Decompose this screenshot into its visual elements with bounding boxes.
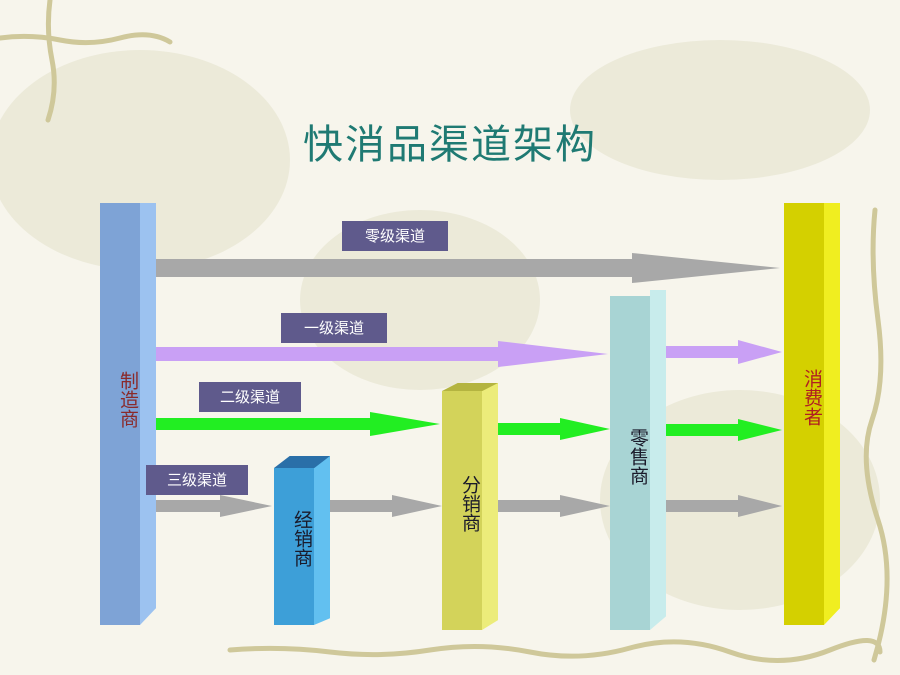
consumer-label: 消费者 xyxy=(801,369,823,426)
page-title: 快消品渠道架构 xyxy=(303,122,597,168)
distributor-label: 经销商 xyxy=(291,510,313,567)
manufacturer-label: 制造商 xyxy=(117,371,139,428)
arrow-retailer-consumer-green xyxy=(650,419,782,441)
distributor-pillar: 经销商 xyxy=(274,456,330,625)
channel-tag-one: 一级渠道 xyxy=(281,313,387,343)
consumer-pillar: 消费者 xyxy=(784,203,840,625)
arrow-one-level xyxy=(140,341,608,367)
channel-tag-two: 二级渠道 xyxy=(199,382,301,412)
channel-tag-zero: 零级渠道 xyxy=(342,221,448,251)
subdistributor-label: 分销商 xyxy=(459,475,481,532)
arrow-sub-retailer-gray xyxy=(483,495,610,517)
arrow-retailer-consumer-purple xyxy=(650,340,782,364)
retailer-pillar: 零售商 xyxy=(610,290,666,630)
arrow-two-level xyxy=(140,412,440,436)
subdistributor-pillar: 分销商 xyxy=(442,383,498,630)
arrow-retailer-consumer-gray xyxy=(650,495,782,517)
arrow-dist-sub-gray xyxy=(315,495,442,517)
manufacturer-pillar: 制造商 xyxy=(100,203,156,625)
retailer-label: 零售商 xyxy=(627,428,649,485)
arrow-three-level xyxy=(140,495,272,517)
arrow-zero-level xyxy=(152,253,780,283)
channel-tag-three: 三级渠道 xyxy=(146,465,248,495)
arrow-sub-retailer-green xyxy=(483,418,610,440)
